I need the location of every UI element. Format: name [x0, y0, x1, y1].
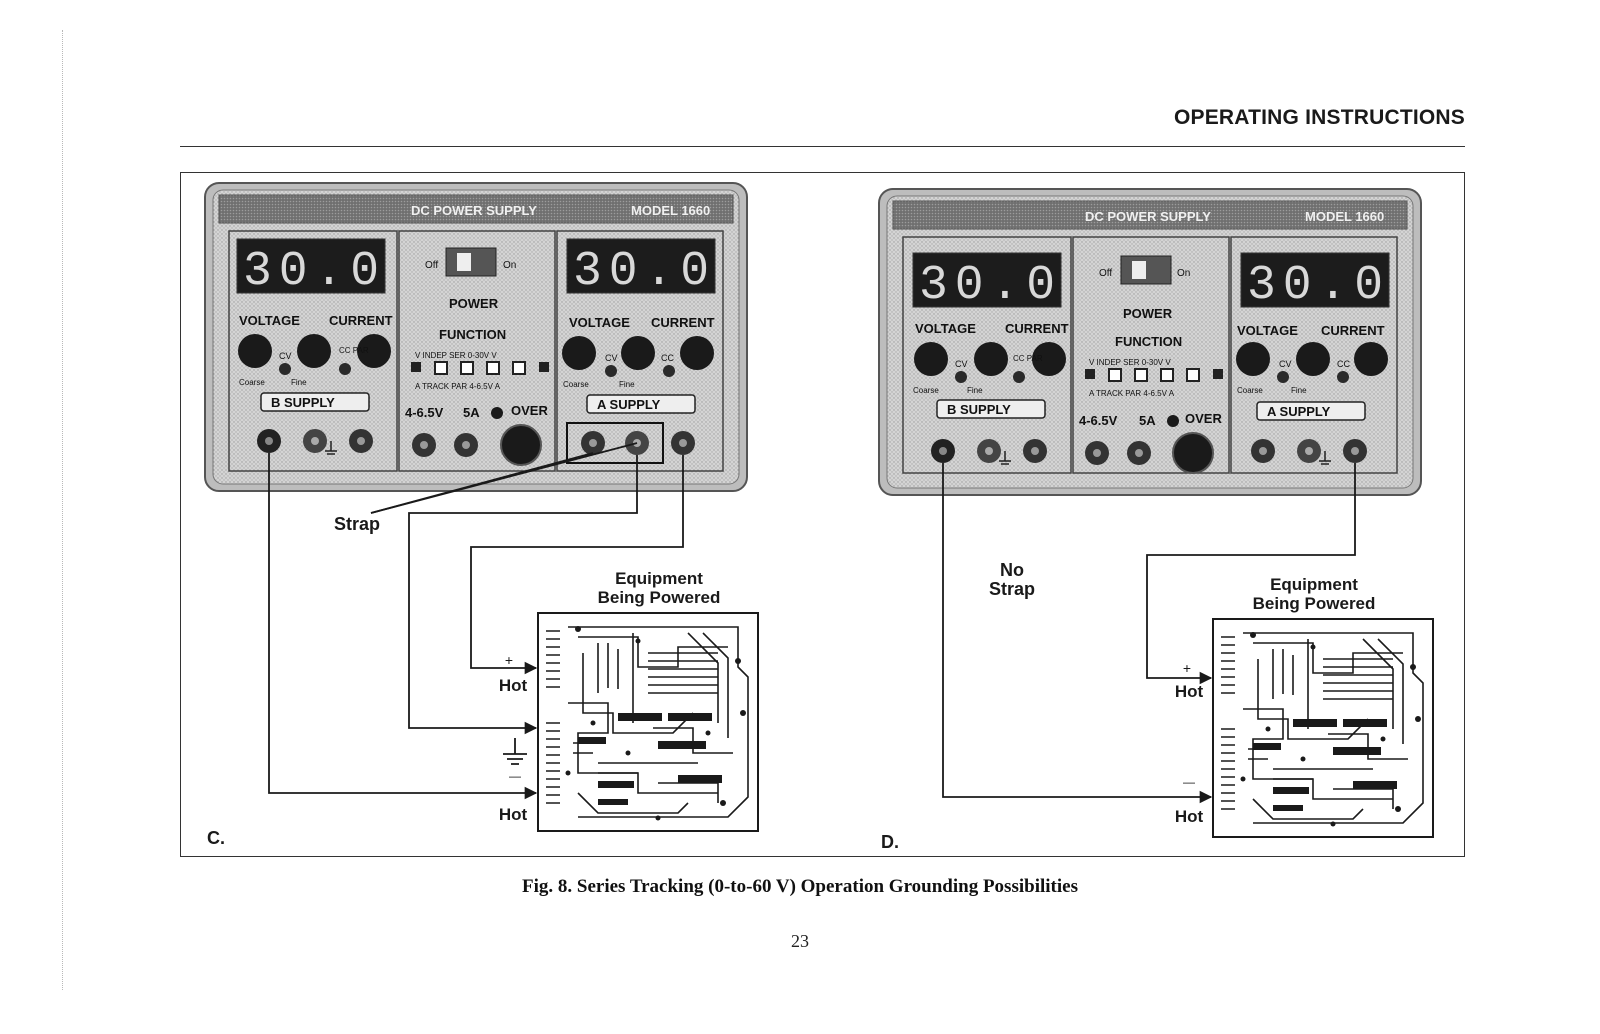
- pcb-equipment-d: [1212, 618, 1434, 838]
- figure-caption: Fig. 8. Series Tracking (0-to-60 V) Oper…: [522, 876, 1078, 897]
- off-label-d: Off: [1099, 268, 1112, 279]
- page-number: 23: [791, 931, 809, 951]
- function-label-d: FUNCTION: [1115, 334, 1182, 349]
- wiring-c: [268, 442, 684, 800]
- current-label-a: CURRENT: [651, 315, 715, 330]
- equipment-label-c: Equipment Being Powered: [597, 569, 721, 607]
- on-label: On: [503, 260, 516, 271]
- panel-letter-d: D.: [881, 832, 899, 852]
- plus-sign-c: +: [504, 652, 514, 668]
- fine-label-a-d: Fine: [1291, 386, 1307, 395]
- fixed-voltage-label-d: 4-6.5V: [1079, 413, 1118, 428]
- pcb-equipment-c: [537, 612, 759, 832]
- brand-text: DC POWER SUPPLY: [411, 203, 537, 218]
- voltage-label-a: VOLTAGE: [569, 315, 630, 330]
- equipment-label-d: Equipment Being Powered: [1252, 575, 1376, 613]
- fixed-current-label: 5A: [463, 405, 480, 420]
- over-label: OVER: [511, 403, 548, 418]
- function-label: FUNCTION: [439, 327, 506, 342]
- page-margin-line: [62, 30, 63, 990]
- section-header: OPERATING INSTRUCTIONS: [1173, 106, 1465, 129]
- over-label-d: OVER: [1185, 411, 1222, 426]
- power-label: POWER: [449, 296, 499, 311]
- b-supply-label-d: B SUPPLY: [947, 402, 1011, 417]
- fixed-current-label-d: 5A: [1139, 413, 1156, 428]
- on-label-d: On: [1177, 268, 1190, 279]
- cv-label-a-d: CV: [1279, 359, 1292, 369]
- minus-sign-c: —: [509, 769, 521, 783]
- coarse-label-b-d: Coarse: [913, 386, 939, 395]
- brand-text-d: DC POWER SUPPLY: [1085, 209, 1211, 224]
- cc-label-a-d: CC: [1337, 359, 1350, 369]
- voltage-label-b: VOLTAGE: [239, 313, 300, 328]
- a-supply-label: A SUPPLY: [597, 397, 661, 412]
- hot-top-label-d: Hot: [1174, 682, 1204, 701]
- fixed-voltage-label: 4-6.5V: [405, 405, 444, 420]
- function-top-labels-d: V INDEP SER 0-30V V: [1089, 358, 1171, 367]
- cv-label-b: CV: [279, 351, 292, 361]
- hot-top-label-c: Hot: [498, 676, 528, 695]
- cv-label-b-d: CV: [955, 359, 968, 369]
- cc-par-label-b-d: CC PAR: [1013, 354, 1043, 363]
- fine-label-b: Fine: [291, 378, 307, 387]
- model-text-d: MODEL 1660: [1305, 209, 1384, 224]
- current-label-b-d: CURRENT: [1005, 321, 1069, 336]
- off-label: Off: [425, 260, 438, 271]
- power-supply-panel-c: DC POWER SUPPLY MODEL 1660 30.0 30.0 Off…: [204, 182, 748, 492]
- cc-par-label-b: CC PAR: [339, 346, 369, 355]
- power-label-d: POWER: [1123, 306, 1173, 321]
- plus-sign-d: +: [1182, 660, 1192, 676]
- cv-label-a: CV: [605, 353, 618, 363]
- figure-illustration: DC POWER SUPPLY MODEL 1660 30.0 30.0 Off…: [204, 182, 1434, 838]
- coarse-label-a: Coarse: [563, 380, 589, 389]
- figure-frame: DC POWER SUPPLY MODEL 1660 30.0 30.0 Off…: [180, 172, 1465, 857]
- coarse-label-a-d: Coarse: [1237, 386, 1263, 395]
- b-supply-label: B SUPPLY: [271, 395, 335, 410]
- header-rule: [180, 146, 1465, 147]
- fine-label-b-d: Fine: [967, 386, 983, 395]
- current-label-a-d: CURRENT: [1321, 323, 1385, 338]
- no-strap-label-d: No Strap: [988, 560, 1035, 599]
- strap-label-c: Strap: [333, 514, 380, 534]
- a-supply-label-d: A SUPPLY: [1267, 404, 1331, 419]
- fine-label-a: Fine: [619, 380, 635, 389]
- hot-bottom-label-c: Hot: [498, 805, 528, 824]
- panel-letter-c: C.: [207, 828, 225, 848]
- current-label-b: CURRENT: [329, 313, 393, 328]
- power-supply-panel-d: DC POWER SUPPLY MODEL 1660 30.0 30.0 Off…: [878, 188, 1422, 496]
- cc-label-a: CC: [661, 353, 674, 363]
- model-text: MODEL 1660: [631, 203, 710, 218]
- coarse-label-b: Coarse: [239, 378, 265, 387]
- wiring-d: [942, 463, 1356, 804]
- function-bottom-labels-d: A TRACK PAR 4-6.5V A: [1089, 389, 1175, 398]
- function-top-labels: V INDEP SER 0-30V V: [415, 351, 497, 360]
- minus-sign-d: —: [1183, 775, 1195, 789]
- voltage-label-a-d: VOLTAGE: [1237, 323, 1298, 338]
- hot-bottom-label-d: Hot: [1174, 807, 1204, 826]
- voltage-label-b-d: VOLTAGE: [915, 321, 976, 336]
- function-bottom-labels: A TRACK PAR 4-6.5V A: [415, 382, 501, 391]
